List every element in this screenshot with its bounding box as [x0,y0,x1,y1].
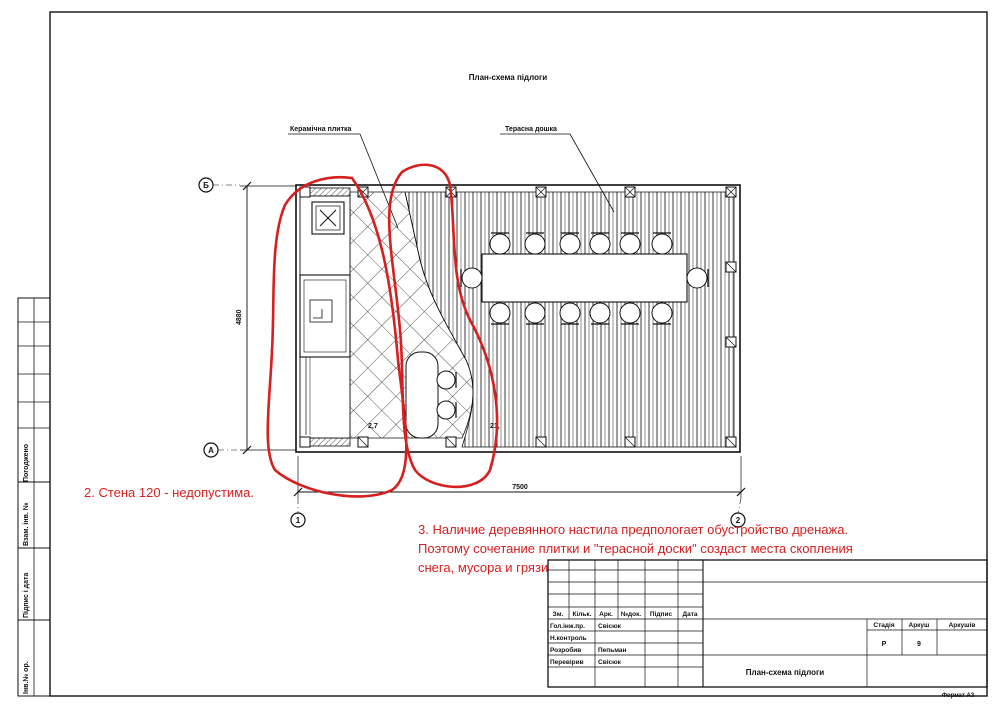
axis-marker-1: 1 [290,498,306,528]
note-drainage-line1: 3. Наличие деревянного настила предполог… [418,522,848,537]
slope-label-2: 21, [490,423,500,430]
tb-head-docno: №док. [621,611,642,618]
tb-row-developer-name: Пепьман [598,647,627,654]
stove-icon [311,201,345,235]
tb-row-chief-role: Гол.інж.пр. [550,622,585,630]
tb-stage-label: Стадія [873,621,894,629]
red-markup-loop-tile-deck [387,163,499,489]
small-table-group [405,351,457,439]
dining-table-group [460,232,709,325]
note-wall-120: 2. Стена 120 - недопустима. [84,485,254,500]
tb-head-date: Дата [682,611,697,618]
axis-marker-b: Б [198,177,240,193]
sheet-format: Формат А3 [942,693,975,699]
axis-marker-2: 2 [730,497,746,528]
side-stamp: Погоджено Взам. інв. № Підпис і дата Інв… [17,297,51,697]
tb-row-control-role: Н.контроль [550,635,587,642]
tb-stage-value: Р [882,641,887,648]
svg-text:1: 1 [296,516,301,525]
tb-head-qty: Кільк. [573,610,592,618]
dimension-width: 7500 [293,456,746,498]
tb-head-change: Зм. [553,611,564,618]
tb-sheets-label: Аркушів [949,621,976,629]
sink-icon [299,274,351,358]
drawing-title: План-схема підлоги [469,73,548,82]
leader-ceramic-tile: Керамічна плитка [288,125,399,229]
tb-row-checker-name: Свісюк [598,658,622,666]
dimension-height: 4880 [236,181,300,455]
svg-text:Б: Б [203,181,209,190]
title-block: Зм. Кільк. Арк. №док. Підпис Дата Гол.ін… [547,559,988,688]
dimension-width-value: 7500 [512,484,528,491]
axis-marker-a: А [203,442,240,458]
side-stamp-signature-date: Підпис і дата [22,573,30,618]
tb-head-signature: Підпис [650,610,673,618]
svg-text:2: 2 [736,516,741,525]
label-terrace-board: Терасна дошка [505,126,557,133]
tb-sheet-value: 9 [917,641,921,648]
svg-text:А: А [208,446,214,455]
tb-head-sheet: Арк. [599,611,613,618]
side-stamp-inv-original: Інв.№ ор. [22,661,30,694]
tb-sheet-title: План-схема підлоги [746,668,825,677]
side-stamp-replace-inv: Взам. інв. № [22,502,30,546]
tb-row-checker-role: Перевірив [550,658,584,666]
side-stamp-agreed: Погоджено [23,444,30,482]
dimension-height-value: 4880 [236,309,243,325]
note-drainage-line3: снега, мусора и грязи [418,560,548,575]
note-drainage-line2: Поэтому сочетание плитки и "терасной дос… [418,541,853,556]
slope-label-1: 2,7 [368,423,378,430]
tb-row-chief-name: Свісюк [598,622,622,630]
label-ceramic-tile: Керамічна плитка [290,125,351,133]
tb-row-developer-role: Розробив [550,646,581,654]
leader-terrace-board: Терасна дошка [500,126,615,213]
tb-sheet-label: Аркуш [909,622,930,629]
red-markup-loop-wall [266,175,408,498]
